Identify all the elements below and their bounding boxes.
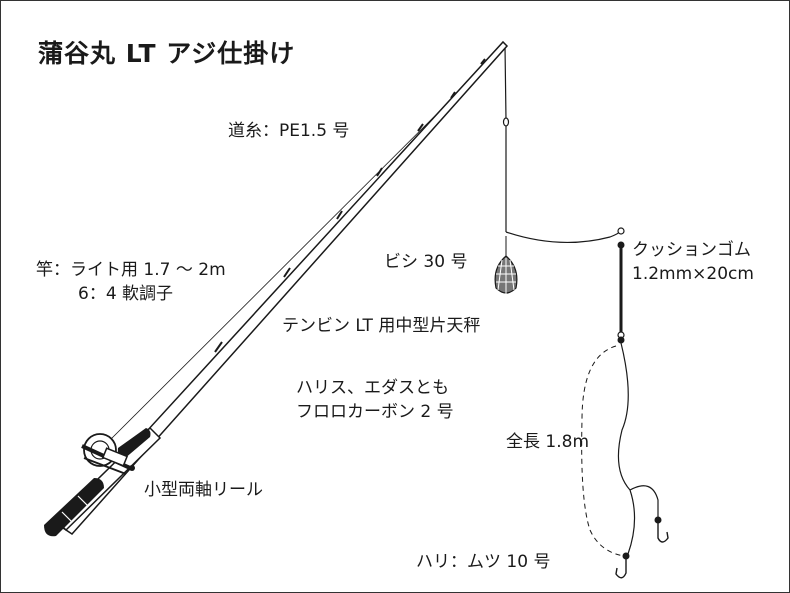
- rod-guide: [450, 91, 456, 99]
- harisu-material-label: フロロカーボン 2 号: [296, 402, 454, 422]
- rod-guide: [480, 58, 486, 65]
- main-line-label: 道糸：PE1.5 号: [228, 121, 350, 141]
- hook-icon: [657, 523, 669, 543]
- sinker-label: ビシ 30 号: [384, 252, 468, 272]
- harisu-label: ハリス、エダスとも: [296, 378, 449, 398]
- hook-icon: [615, 559, 627, 579]
- rod-guide: [336, 210, 343, 220]
- total-length-dashed: [581, 345, 625, 557]
- total-length-label: 全長 1.8m: [506, 432, 589, 452]
- cushion-size-label: 1.2mm×20cm: [632, 264, 754, 284]
- reel-label: 小型両軸リール: [144, 480, 263, 500]
- swivel-icon: [502, 117, 510, 127]
- tenbin-label: テンビン LT 用中型片天秤: [282, 316, 481, 336]
- rod-guide: [283, 267, 291, 278]
- main-line: [504, 45, 507, 232]
- rod-guide: [376, 167, 383, 177]
- fore-grip: [117, 428, 151, 459]
- sinker-icon: [494, 255, 518, 294]
- cushion-rubber: [617, 227, 625, 344]
- page-title: 蒲谷丸 LT アジ仕掛け: [38, 39, 296, 68]
- rod-guide: [417, 123, 424, 132]
- hook-label: ハリ：ムツ 10 号: [416, 552, 551, 572]
- cushion-label: クッションゴム: [632, 240, 751, 260]
- rear-grip: [44, 478, 104, 537]
- dropper-line: [629, 485, 659, 518]
- rod-guide: [214, 341, 223, 353]
- rod-label: 竿：ライト用 1.7 ～ 2m: [36, 260, 226, 280]
- harisu-line: [617, 342, 636, 555]
- reel-icon: [81, 433, 135, 475]
- tenbin-arm: [505, 230, 622, 244]
- rod-action-label: 6：4 軟調子: [78, 284, 174, 304]
